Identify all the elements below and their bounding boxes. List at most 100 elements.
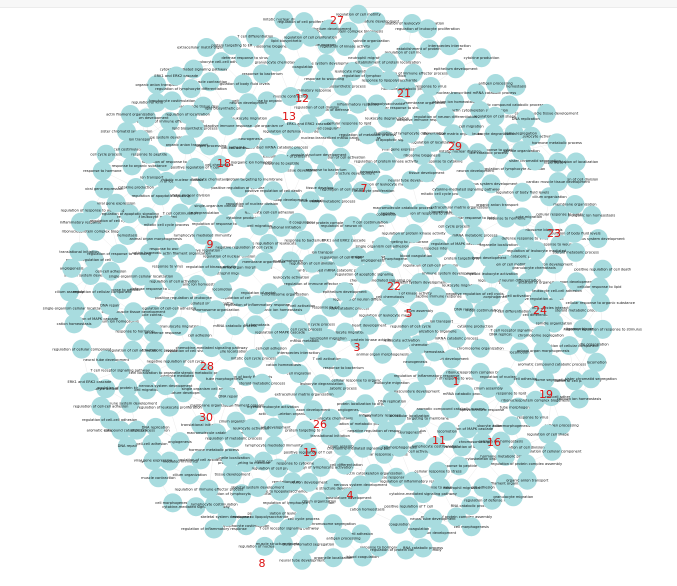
graph-node-circle[interactable] (372, 236, 392, 256)
graph-node[interactable]: organic anion transport (506, 470, 549, 490)
graph-node[interactable]: chromosome segregation (518, 325, 564, 345)
graph-node[interactable]: regulation of cellular component (523, 441, 582, 461)
graph-node[interactable]: inorganic ion homeostasis (255, 300, 302, 320)
graph-node[interactable]: interspecies interaction (417, 238, 459, 258)
graph-node-circle[interactable] (377, 421, 397, 441)
graph-node[interactable]: cell adhesion (349, 524, 373, 544)
graph-node-circle[interactable] (303, 331, 323, 351)
graph-node-circle[interactable] (335, 282, 355, 302)
graph-node-circle[interactable] (245, 27, 265, 46)
graph-node[interactable]: lymphocyte costimulation (223, 516, 270, 536)
graph-node-circle[interactable] (143, 305, 163, 325)
graph-node-circle[interactable] (266, 116, 286, 136)
graph-node[interactable]: response to bacterium (323, 358, 364, 378)
graph-node-circle[interactable] (573, 319, 593, 339)
graph-node-circle[interactable] (241, 418, 261, 438)
graph-node-circle[interactable] (470, 100, 490, 120)
graph-node-circle[interactable] (589, 277, 609, 297)
graph-node-circle[interactable] (396, 540, 416, 560)
graph-node[interactable]: neurogenesis (403, 352, 427, 372)
graph-node-circle[interactable] (548, 152, 568, 172)
graph-node[interactable]: regulation of inflammatory response (181, 519, 248, 539)
graph-node[interactable]: defense response to virus (373, 467, 420, 487)
graph-node-circle[interactable] (204, 519, 224, 539)
graph-node-circle[interactable] (446, 59, 466, 79)
graph-node[interactable]: nuclear-transcribed mRNA catabolic proce… (437, 83, 517, 103)
graph-node[interactable]: cytokine production (118, 178, 154, 197)
graph-node[interactable]: ribonucleoprotein complex biogenesis (501, 390, 570, 410)
graph-node[interactable]: nuclear-transcribed mRNA catabolic proce… (288, 260, 368, 280)
graph-node-circle[interactable] (294, 384, 314, 404)
graph-node-circle[interactable] (79, 372, 99, 392)
graph-node[interactable]: regulation of cell proliferation (284, 27, 337, 47)
graph-node-circle[interactable] (437, 421, 457, 441)
graph-node-circle[interactable] (177, 243, 197, 263)
graph-node-circle[interactable] (84, 250, 104, 270)
graph-node-circle[interactable] (243, 349, 263, 368)
graph-node-circle[interactable] (334, 528, 353, 548)
graph-node[interactable]: single organism cell adhesion (356, 236, 409, 256)
graph-node[interactable]: chromosome organization (459, 432, 506, 452)
graph-node[interactable]: cell-cell adhesion (95, 261, 126, 281)
graph-node[interactable]: response to peptide (441, 456, 478, 476)
graph-node-circle[interactable] (316, 54, 336, 73)
graph-node[interactable]: regulation of apoptotic signaling (132, 186, 190, 206)
graph-node[interactable]: T cell activation (501, 286, 531, 306)
graph-node-circle[interactable] (236, 367, 256, 387)
graph-node-circle[interactable] (147, 93, 166, 112)
graph-node[interactable]: regulation of nuclear division (480, 367, 532, 387)
graph-node[interactable]: lymphocyte mediated immunity (141, 451, 199, 471)
graph-node[interactable]: regulation of immune effector process (379, 63, 448, 83)
graph-node-circle[interactable] (401, 170, 421, 190)
graph-node-circle[interactable] (323, 548, 343, 568)
graph-node[interactable]: steroid metabolic process (555, 300, 601, 320)
graph-node-circle[interactable] (96, 350, 116, 370)
graph-node[interactable]: response to lipopolysaccharide (252, 481, 309, 501)
graph-node-circle[interactable] (389, 437, 409, 457)
graph-node-circle[interactable] (312, 374, 332, 394)
graph-node-circle[interactable] (348, 94, 368, 114)
graph-node[interactable]: granulocyte chemotaxis (310, 408, 353, 428)
graph-node-circle[interactable] (94, 179, 114, 199)
graph-node-circle[interactable] (236, 257, 256, 277)
graph-node-circle[interactable] (323, 478, 343, 498)
graph-node-circle[interactable] (201, 257, 221, 277)
graph-node[interactable]: positive regulation of T cell (171, 157, 220, 177)
graph-node-circle[interactable] (234, 237, 254, 257)
graph-node-circle[interactable] (244, 152, 264, 172)
graph-node-circle[interactable] (120, 204, 139, 224)
graph-node[interactable]: heart development (434, 349, 469, 369)
graph-node-circle[interactable] (339, 114, 359, 133)
graph-node-circle[interactable] (455, 384, 475, 404)
graph-node[interactable]: axon development (423, 523, 457, 543)
graph-node[interactable]: cation homeostasis (132, 243, 167, 263)
graph-node-circle[interactable] (101, 261, 121, 281)
graph-node-circle[interactable] (360, 212, 380, 232)
graph-node[interactable]: actin cytoskeleton organization (452, 100, 508, 120)
graph-node-circle[interactable] (284, 31, 304, 51)
graph-node[interactable]: myeloid leukocyte activation (466, 264, 518, 284)
graph-node-circle[interactable] (266, 504, 286, 523)
graph-node-circle[interactable] (499, 95, 519, 115)
graph-node-circle[interactable] (380, 70, 399, 90)
graph-node-circle[interactable] (173, 383, 193, 403)
graph-node[interactable]: protein localization to organelle (400, 322, 458, 341)
graph-node[interactable]: regulation of immune effector process (284, 274, 353, 294)
graph-node[interactable]: lipid biosynthetic process (172, 118, 218, 138)
graph-node[interactable]: regulation of apoptotic signaling (100, 204, 159, 224)
graph-node[interactable]: response to bacterium (306, 160, 347, 180)
graph-node[interactable]: DNA replication (512, 109, 540, 129)
graph-node-circle[interactable] (409, 301, 429, 321)
graph-node[interactable]: muscle contraction (193, 72, 227, 92)
graph-node[interactable]: response to hormone (360, 537, 399, 557)
graph-node[interactable]: nervous system development (334, 475, 388, 495)
graph-node-circle[interactable] (382, 373, 402, 393)
graph-node-circle[interactable] (472, 48, 491, 68)
graph-node-circle[interactable] (495, 254, 515, 274)
graph-node[interactable]: regulation of leukocyte proliferation (395, 19, 460, 39)
graph-node-circle[interactable] (318, 213, 338, 233)
graph-node-circle[interactable] (159, 451, 179, 471)
graph-node[interactable]: regulation of leukocyte proliferation (137, 397, 202, 417)
graph-node-circle[interactable] (123, 340, 143, 360)
graph-node-circle[interactable] (285, 453, 305, 473)
